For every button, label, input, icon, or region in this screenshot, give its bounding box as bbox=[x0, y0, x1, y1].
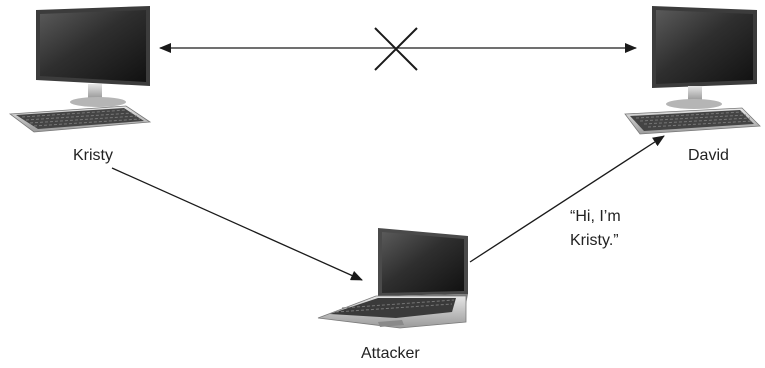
laptop-attacker-icon bbox=[318, 228, 468, 328]
attacker-label: Attacker bbox=[361, 345, 420, 363]
kristy-label: Kristy bbox=[73, 147, 113, 165]
spoofed-message-label: “Hi, I’m Kristy.” bbox=[570, 205, 621, 253]
spoofed-message-line-2: Kristy.” bbox=[570, 229, 621, 253]
kristy-to-attacker-arrow bbox=[112, 168, 362, 280]
attacker-to-david-arrow bbox=[470, 136, 664, 262]
spoofed-message-line-1: “Hi, I’m bbox=[570, 205, 621, 229]
blocked-cross-icon bbox=[375, 28, 417, 70]
david-label: David bbox=[688, 147, 729, 165]
desktop-computer-kristy-icon bbox=[10, 6, 150, 132]
desktop-computer-david-icon bbox=[625, 6, 760, 134]
